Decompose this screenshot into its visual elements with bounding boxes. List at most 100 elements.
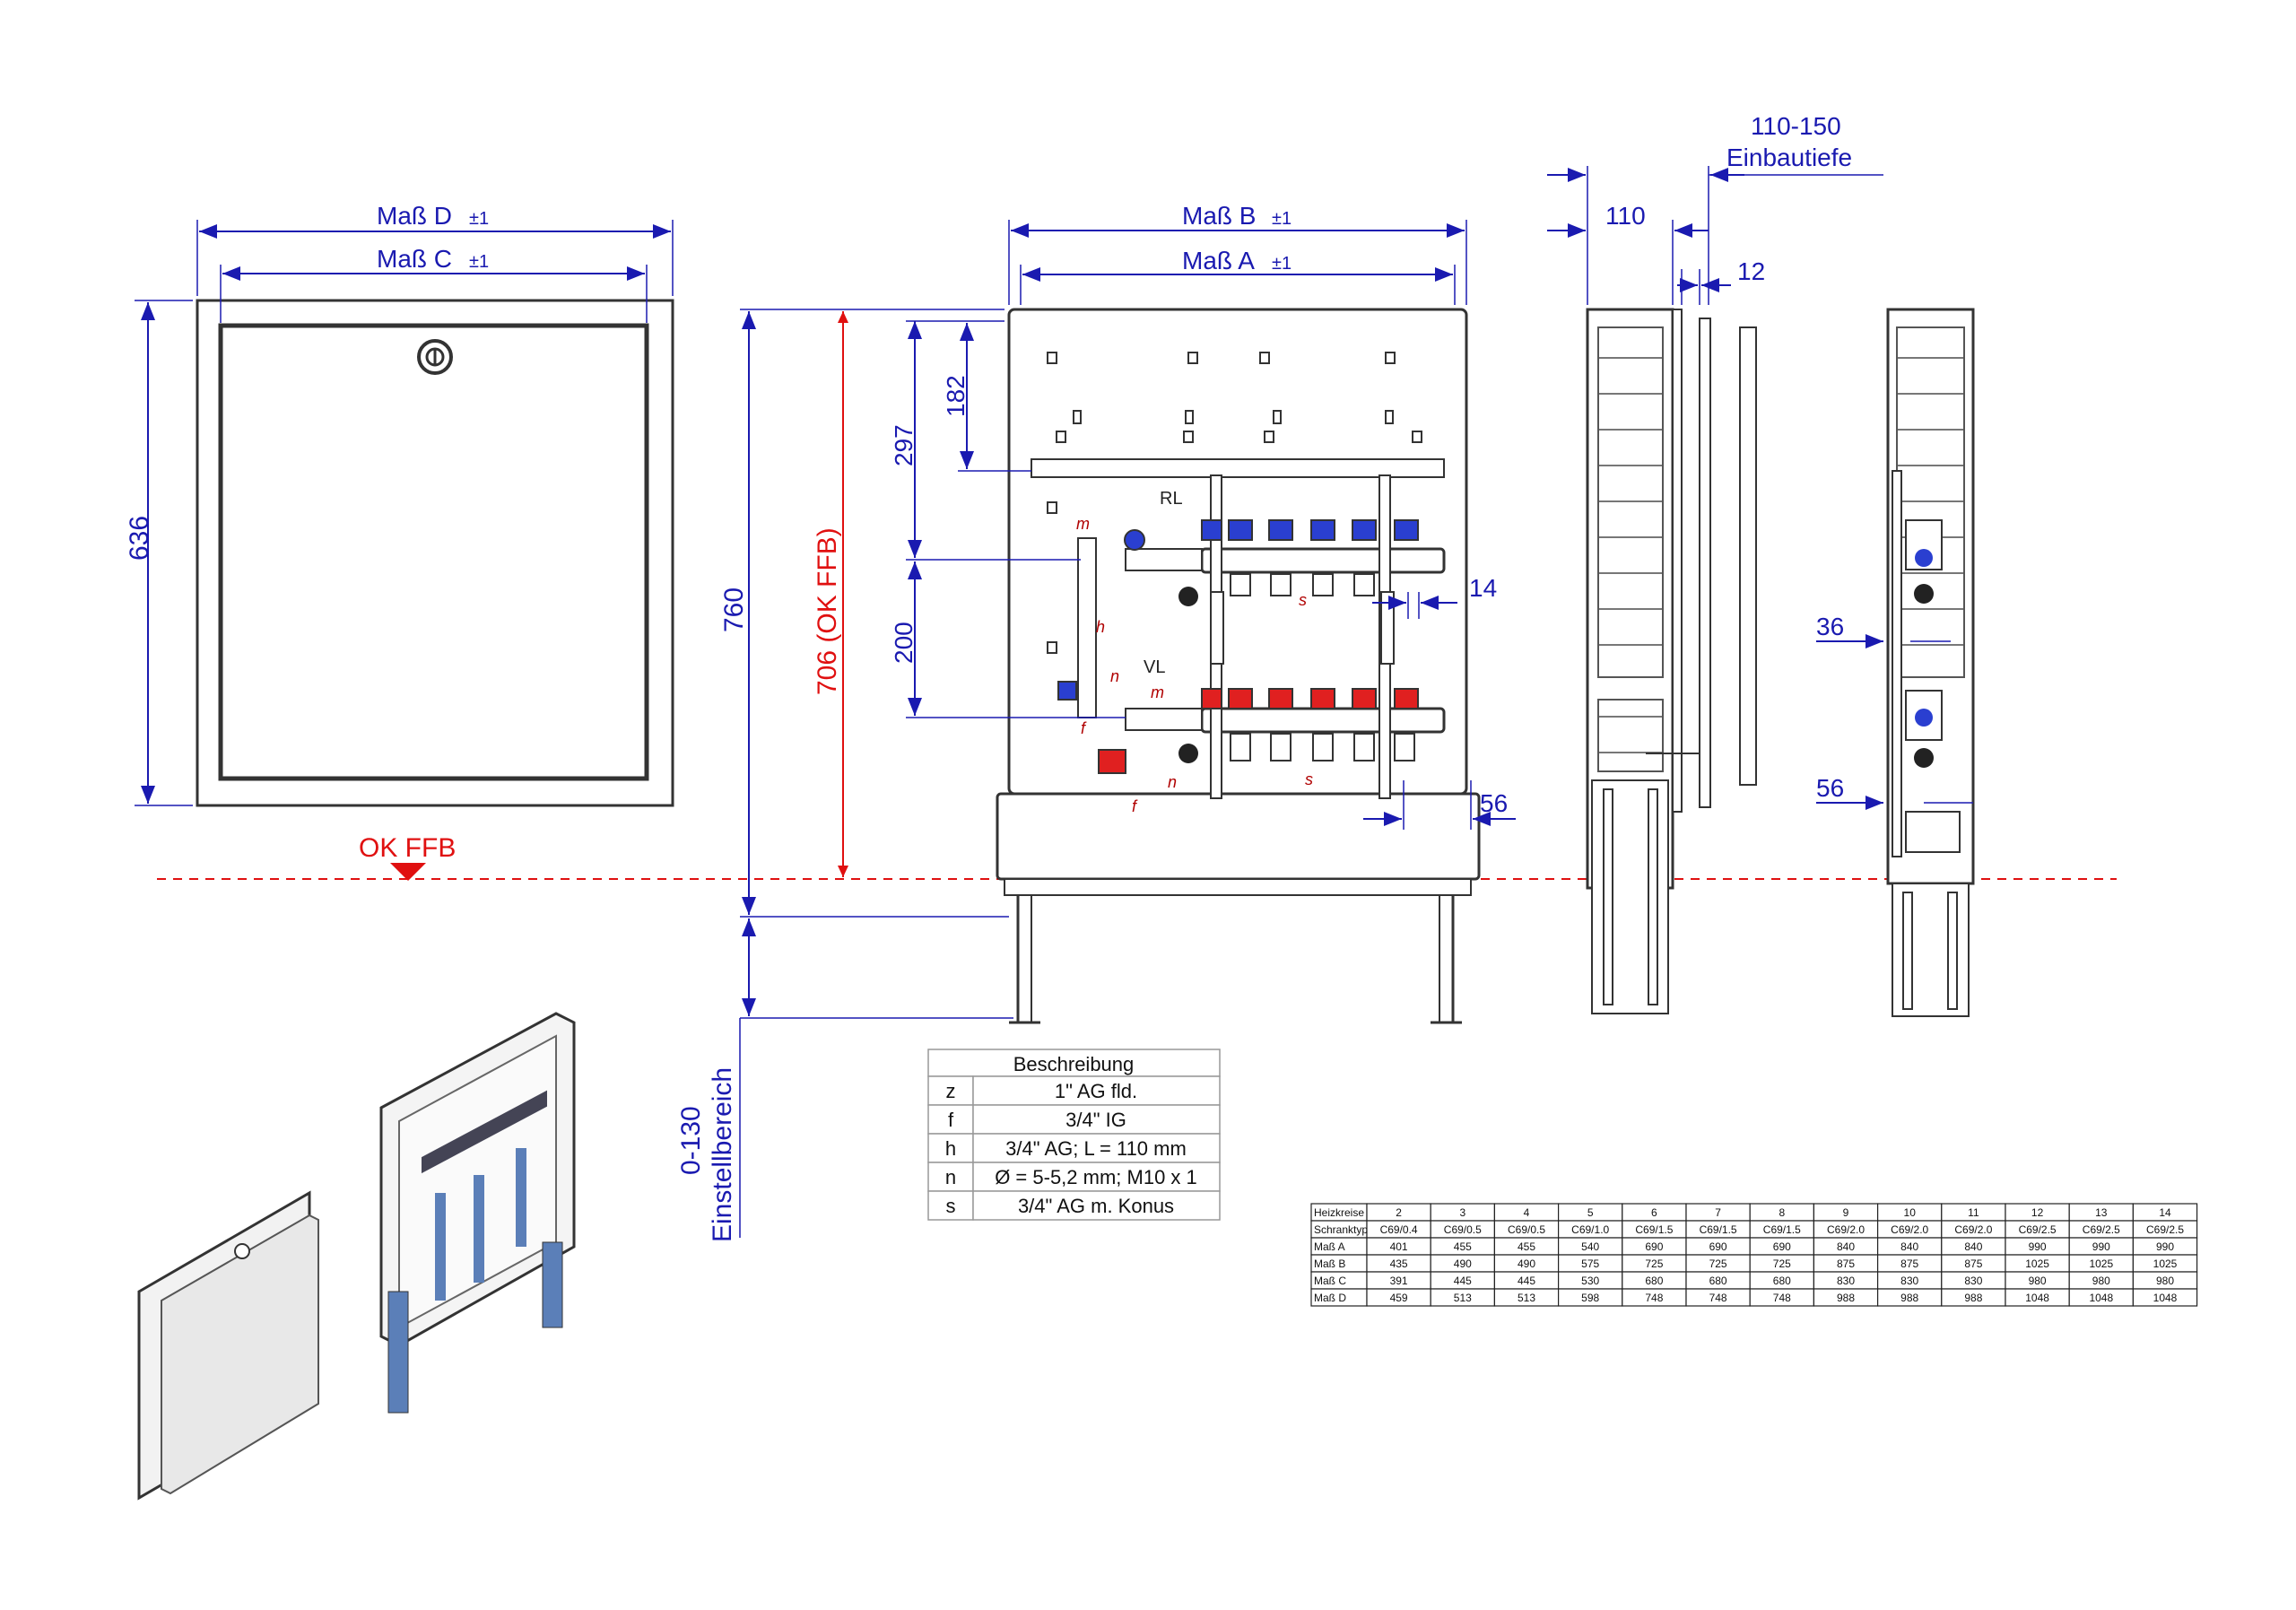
legend-desc: Ø = 5-5,2 mm; M10 x 1 (995, 1166, 1197, 1188)
spec-table-cell: 540 (1581, 1240, 1599, 1253)
spec-table-cell: 513 (1454, 1292, 1472, 1304)
spec-table-cell: 990 (2029, 1240, 2047, 1253)
spec-table-cell: 490 (1518, 1258, 1535, 1270)
spec-table-cell: 840 (1964, 1240, 1982, 1253)
spec-table-cell: 840 (1900, 1240, 1918, 1253)
mass-d-label: Maß D (377, 202, 452, 230)
spec-table-cell: 7 (1715, 1206, 1721, 1219)
spec-table-cell: 748 (1773, 1292, 1791, 1304)
adjust-range-label: 0-130 (676, 1106, 706, 1175)
mass-b-label: Maß B (1182, 202, 1256, 230)
legend-code: z (946, 1080, 956, 1102)
spec-table-cell: 988 (1964, 1292, 1982, 1304)
legend-row: f 3/4" IG (927, 1104, 1221, 1135)
spec-table-cell: 5 (1587, 1206, 1594, 1219)
dim-56-front-label: 56 (1480, 789, 1508, 817)
spec-table-row-header: Heizkreise (1314, 1206, 1364, 1219)
legend-title: Beschreibung (1013, 1053, 1135, 1075)
legend-code: n (945, 1166, 956, 1188)
spec-table-cell: 988 (1900, 1292, 1918, 1304)
spec-table-cell: 435 (1390, 1258, 1408, 1270)
spec-table-cell: C69/2.5 (2019, 1223, 2057, 1236)
depth-110-label: 110 (1605, 202, 1646, 230)
return-valve-heads (1201, 688, 1419, 709)
mass-d-tol: ±1 (469, 209, 489, 229)
label-n-bottom: n (1168, 773, 1177, 791)
spec-table-cell: 4 (1524, 1206, 1530, 1219)
spec-table-cell: C69/2.5 (2146, 1223, 2184, 1236)
cabinet-open-front-view: RL VL m h n m f n f s s (996, 308, 1481, 1024)
spec-table-cell: 830 (1837, 1275, 1855, 1287)
label-s-bottom: s (1305, 770, 1313, 788)
spec-table-cell: 598 (1581, 1292, 1599, 1304)
spec-table-cell: 990 (2156, 1240, 2174, 1253)
spec-table-cell: 875 (1964, 1258, 1982, 1270)
dim-182-label: 182 (942, 375, 970, 417)
cabinet-section-view (1886, 308, 1975, 1017)
spec-table-cell: C69/1.5 (1700, 1223, 1737, 1236)
spec-table-row-header: Maß D (1314, 1292, 1346, 1304)
isometric-cabinet (379, 1012, 576, 1414)
spec-table-cell: 12 (2031, 1206, 2044, 1219)
spec-table-cell: C69/0.5 (1508, 1223, 1545, 1236)
legend-row: z 1" AG fld. (927, 1075, 1221, 1106)
spec-table-cell: 2 (1396, 1206, 1402, 1219)
ok-ffb-label: OK FFB (359, 833, 456, 863)
spec-table-cell: 725 (1645, 1258, 1663, 1270)
spec-table-cell: 445 (1518, 1275, 1535, 1287)
spec-table-cell: 988 (1837, 1292, 1855, 1304)
label-m-top: m (1076, 515, 1090, 533)
height-706-label: 706 (OK FFB) (813, 527, 842, 695)
spec-table-cell: 748 (1709, 1292, 1727, 1304)
spec-table-cell: 11 (1968, 1206, 1979, 1219)
spec-table-row-header: Maß C (1314, 1275, 1346, 1287)
cabinet-dimensions: Maß B ±1 Maß A ±1 760 706 (OK FFB) 297 1… (676, 202, 1516, 1242)
spec-table-cell: 875 (1837, 1258, 1855, 1270)
spec-table-cell: C69/2.5 (2083, 1223, 2120, 1236)
dim-200-label: 200 (890, 622, 918, 664)
depth-label: Einbautiefe (1726, 144, 1852, 171)
spec-table-cell: C69/1.0 (1571, 1223, 1609, 1236)
label-m-bottom: m (1151, 683, 1164, 701)
spec-table-row-header: Maß B (1314, 1258, 1345, 1270)
legend-desc: 3/4" AG m. Konus (1018, 1195, 1174, 1217)
spec-table-cell: 1025 (2025, 1258, 2049, 1270)
spec-table-row-header: Maß A (1314, 1240, 1345, 1253)
spec-table-cell: 690 (1645, 1240, 1663, 1253)
spec-table-cell: 680 (1709, 1275, 1727, 1287)
spec-table-cell: 875 (1900, 1258, 1918, 1270)
mass-c-label: Maß C (377, 245, 452, 273)
spec-table-cell: 830 (1900, 1275, 1918, 1287)
spec-table-cell: 980 (2029, 1275, 2047, 1287)
label-s-top: s (1299, 591, 1307, 609)
side-dimensions: 110-150 Einbautiefe 110 12 (1547, 112, 1883, 305)
spec-table-cell: 680 (1645, 1275, 1663, 1287)
spec-table-cell: 725 (1773, 1258, 1791, 1270)
legend-code: s (946, 1195, 956, 1217)
spec-table-cell: 14 (2159, 1206, 2171, 1219)
adjust-label: Einstellbereich (708, 1067, 737, 1242)
spec-table-cell: 680 (1773, 1275, 1791, 1287)
spec-table-cell: 690 (1773, 1240, 1791, 1253)
legend-row: h 3/4" AG; L = 110 mm (927, 1133, 1221, 1163)
mass-a-label: Maß A (1182, 247, 1255, 274)
spec-table-cell: 3 (1459, 1206, 1465, 1219)
door-dimensions: Maß D ±1 Maß C ±1 636 (125, 202, 674, 806)
mass-b-tol: ±1 (1272, 209, 1292, 229)
spec-table-cell: C69/0.4 (1380, 1223, 1418, 1236)
spec-table-cell: 1048 (2089, 1292, 2113, 1304)
spec-table-cell: 455 (1454, 1240, 1472, 1253)
spec-table-cell: 830 (1964, 1275, 1982, 1287)
spec-table-cell: 391 (1390, 1275, 1408, 1287)
dim-14-label: 14 (1469, 574, 1497, 602)
spec-table-cell: 1025 (2089, 1258, 2113, 1270)
height-636-label: 636 (125, 516, 154, 561)
spec-table-cell: C69/2.0 (1954, 1223, 1992, 1236)
